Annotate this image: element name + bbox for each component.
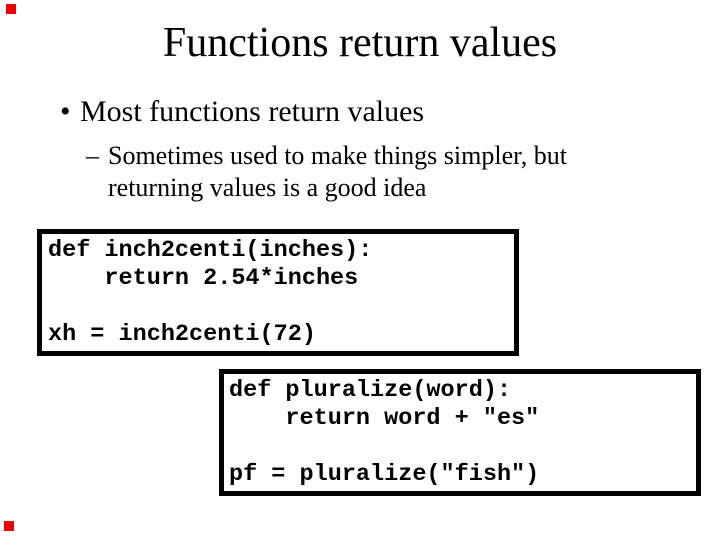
red-corner-marker-top bbox=[6, 4, 16, 14]
red-corner-marker-bottom bbox=[4, 521, 14, 531]
bullet-item: • Most functions return values bbox=[60, 94, 424, 130]
bullet-marker: • bbox=[60, 95, 71, 128]
sub-bullet-item: – Sometimes used to make things simpler,… bbox=[86, 140, 633, 204]
bullet-text: Most functions return values bbox=[80, 95, 425, 128]
sub-bullet-text-line1: Sometimes used to make things simpler, b… bbox=[108, 141, 567, 170]
code-box-pluralize: def pluralize(word): return word + "es" … bbox=[219, 369, 701, 496]
slide-title: Functions return values bbox=[162, 20, 558, 66]
sub-bullet-marker: – bbox=[86, 141, 99, 170]
code-box-inch2centi: def inch2centi(inches): return 2.54*inch… bbox=[37, 229, 519, 356]
sub-bullet-text: Sometimes used to make things simpler, b… bbox=[108, 140, 633, 204]
sub-bullet-text-line2: returning values is a good idea bbox=[108, 173, 427, 202]
